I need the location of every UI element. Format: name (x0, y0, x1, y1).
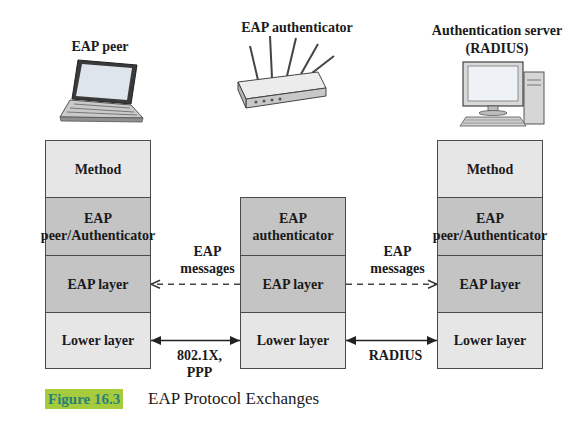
laptop-screen (76, 64, 132, 100)
antenna (250, 46, 258, 80)
layer-box: EAP layer (437, 255, 543, 314)
layer-name: Lower layer (450, 332, 530, 349)
antenna (287, 38, 296, 76)
connector-label: RADIUS (356, 347, 436, 364)
router-light (263, 100, 266, 103)
layer-box: EAP peer/Authenticator (45, 197, 151, 257)
keyboard-row (463, 123, 523, 124)
drive-slot (527, 80, 541, 81)
device-label: EAP authenticator (217, 19, 377, 37)
layer-box: EAP layer (45, 255, 151, 314)
keyboard-row (70, 108, 134, 112)
router-illustration (238, 36, 334, 108)
figure-caption: EAP Protocol Exchanges (148, 389, 319, 409)
device-label: Authentication server (RADIUS) (417, 22, 577, 58)
laptop-base (60, 100, 143, 118)
keyboard (460, 117, 526, 126)
layer-name: EAP layer (258, 276, 327, 293)
computer-tower (524, 72, 544, 124)
router-light (271, 99, 274, 102)
laptop-screen-frame (72, 60, 137, 104)
keyboard-row (465, 120, 521, 121)
desktop-illustration (460, 62, 544, 126)
monitor-frame (463, 62, 523, 106)
laptop-edge (60, 117, 143, 122)
layer-box: Lower layer (240, 312, 346, 369)
layer-box: EAP peer/Authenticator (437, 197, 543, 257)
layer-box: Method (45, 140, 151, 199)
keyboard-row (74, 104, 130, 108)
router-front (246, 88, 326, 108)
layer-name: Method (463, 161, 518, 178)
antenna (270, 36, 272, 78)
layer-box: Lower layer (45, 312, 151, 369)
layer-name: EAP layer (63, 276, 132, 293)
device-label: EAP peer (40, 38, 160, 56)
monitor-screen (468, 66, 518, 101)
layer-name: EAP layer (455, 276, 524, 293)
router-light (255, 101, 258, 104)
layer-name: EAP peer/Authenticator (429, 210, 551, 244)
router-light (279, 98, 282, 101)
layer-name: EAP authenticator (241, 210, 345, 244)
laptop-illustration (60, 60, 143, 122)
layer-name: Lower layer (58, 332, 138, 349)
layer-box: Method (437, 140, 543, 199)
keyboard-row (67, 112, 137, 115)
layer-box: Lower layer (437, 312, 543, 369)
layer-name: EAP peer/Authenticator (37, 210, 159, 244)
antenna (312, 56, 334, 73)
connector-label: 802.1X, PPP (171, 347, 229, 381)
layer-box: EAP layer (240, 255, 346, 314)
link-arrow (346, 340, 437, 342)
message-flow-arrow (151, 284, 240, 285)
connector-label: EAP messages (358, 243, 438, 277)
message-flow-arrow (346, 284, 437, 285)
layer-box: EAP authenticator (240, 197, 346, 257)
connector-label: EAP messages (168, 243, 248, 277)
link-arrow (151, 340, 240, 342)
layer-name: Lower layer (253, 332, 333, 349)
router-side (238, 82, 246, 108)
drive-slot (527, 85, 541, 86)
monitor-base (479, 111, 507, 116)
figure-number: Figure 16.3 (45, 389, 123, 409)
layer-name: Method (71, 161, 126, 178)
